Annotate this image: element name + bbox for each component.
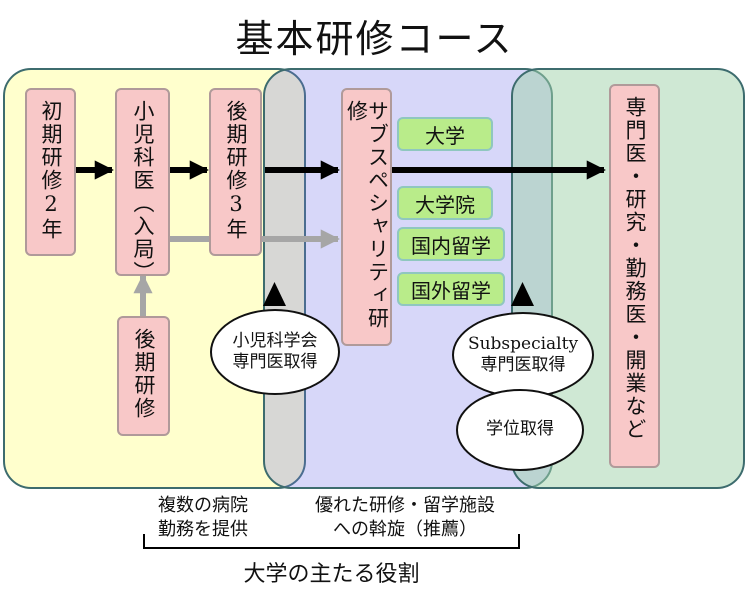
box-initial-training: 初期研修2年	[25, 88, 76, 256]
option-university: 大学	[397, 117, 493, 151]
oval-pediatric-cert-line2: 専門医取得	[232, 352, 318, 372]
oval-degree: 学位取得	[456, 389, 584, 471]
oval-subspecialty-cert: Subspecialty 専門医取得	[452, 312, 594, 398]
box-pediatrics-entry: 小児科医（入局）	[115, 88, 170, 284]
box-late-training: 後期研修	[117, 316, 170, 436]
caption-right: 優れた研修・留学施設 への斡旋（推薦）	[282, 494, 528, 543]
box-outcomes: 専門医・研究・勤務医・開業など	[609, 84, 660, 468]
caption-left-line2: 勤務を提供	[158, 519, 248, 541]
option-domestic-study: 国内留学	[397, 227, 505, 261]
milestone-triangle-left	[263, 282, 286, 306]
box-subspecialty-training: サブスペシャリティ研修	[341, 88, 392, 346]
milestone-triangle-right	[511, 282, 534, 306]
caption-right-line1: 優れた研修・留学施設	[315, 495, 495, 516]
caption-right-line2: への斡旋（推薦）	[333, 519, 477, 541]
oval-subspecialty-cert-line2: 専門医取得	[480, 355, 566, 375]
diagram-title: 基本研修コース	[235, 17, 514, 61]
caption-university-role: 大学の主たる役割	[243, 562, 420, 587]
option-overseas-study: 国外留学	[397, 272, 505, 306]
oval-subspecialty-cert-line1: Subspecialty	[467, 333, 579, 354]
box-late-training-3yr: 後期研修3年	[209, 88, 262, 256]
caption-left-line1: 複数の病院	[158, 495, 248, 516]
oval-pediatric-cert-line1: 小児科学会	[232, 330, 318, 351]
oval-pediatric-cert: 小児科学会 専門医取得	[210, 309, 340, 395]
caption-left: 複数の病院 勤務を提供	[128, 494, 278, 543]
option-graduate-school: 大学院	[397, 186, 493, 220]
